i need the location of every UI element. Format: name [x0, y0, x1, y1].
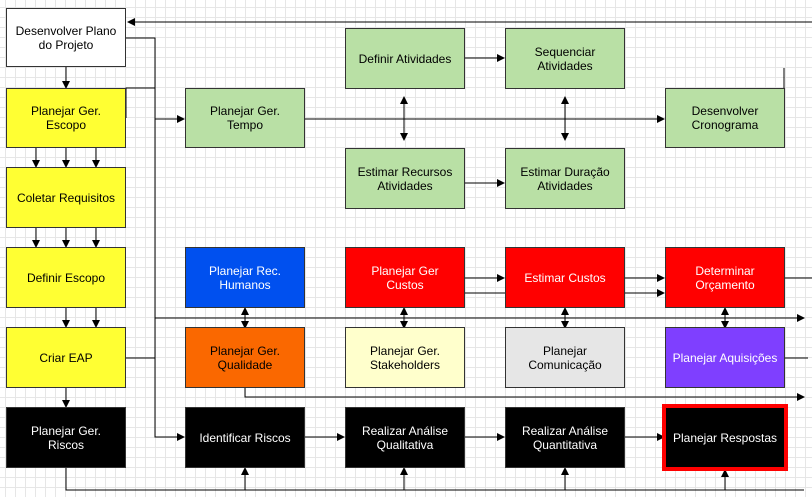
node-label: Planejar Ger. Stakeholders: [369, 343, 441, 372]
node-estimar-custos[interactable]: Estimar Custos: [505, 247, 625, 308]
node-desenvolver-plano[interactable]: Desenvolver Plano do Projeto: [6, 8, 126, 67]
node-planejar-aquisicoes[interactable]: Planejar Aquisições: [665, 327, 785, 388]
node-definir-atividades[interactable]: Definir Atividades: [345, 28, 465, 89]
node-label: Planejar Ger. Qualidade: [209, 343, 281, 372]
node-planejar-riscos[interactable]: Planejar Ger. Riscos: [6, 407, 126, 468]
node-identificar-riscos[interactable]: Identificar Riscos: [185, 407, 305, 468]
node-label: Planejar Respostas: [672, 430, 778, 445]
node-label: Definir Escopo: [26, 270, 106, 285]
node-label: Desenvolver Cronograma: [691, 104, 759, 132]
node-sequenciar-atividades[interactable]: Sequenciar Atividades: [505, 28, 625, 89]
node-label: Estimar Recursos Atividades: [357, 164, 453, 193]
node-label: Sequenciar Atividades: [534, 44, 596, 73]
node-label: Planejar Ger. Tempo: [209, 104, 281, 132]
node-label: Identificar Riscos: [199, 430, 291, 445]
node-planejar-tempo[interactable]: Planejar Ger. Tempo: [185, 88, 305, 148]
node-planejar-escopo[interactable]: Planejar Ger. Escopo: [6, 88, 126, 148]
node-label: Planejar Aquisições: [672, 350, 778, 365]
node-planejar-qualidade[interactable]: Planejar Ger. Qualidade: [185, 327, 305, 388]
node-label: Determinar Orçamento: [695, 263, 755, 292]
node-label: Planejar Ger. Escopo: [30, 104, 102, 132]
node-label: Coletar Requisitos: [16, 190, 116, 205]
node-coletar-requisitos[interactable]: Coletar Requisitos: [6, 167, 126, 228]
node-planejar-respostas[interactable]: Planejar Respostas: [662, 404, 788, 471]
node-label: Definir Atividades: [358, 51, 452, 66]
node-planejar-comunicacao[interactable]: Planejar Comunicação: [505, 327, 625, 388]
node-estimar-recursos[interactable]: Estimar Recursos Atividades: [345, 148, 465, 209]
node-definir-escopo[interactable]: Definir Escopo: [6, 247, 126, 308]
node-label: Realizar Análise Quantitativa: [521, 423, 609, 452]
node-criar-eap[interactable]: Criar EAP: [6, 327, 126, 388]
node-label: Estimar Duração Atividades: [520, 164, 610, 193]
node-analise-qualitativa[interactable]: Realizar Análise Qualitativa: [345, 407, 465, 468]
node-desenvolver-cronograma[interactable]: Desenvolver Cronograma: [665, 88, 785, 148]
node-label: Realizar Análise Qualitativa: [361, 423, 449, 452]
node-label: Desenvolver Plano do Projeto: [15, 23, 117, 52]
node-label: Planejar Rec. Humanos: [208, 263, 282, 292]
node-estimar-duracao[interactable]: Estimar Duração Atividades: [505, 148, 625, 209]
node-label: Planejar Ger Custos: [371, 263, 439, 292]
node-planejar-stakeholders[interactable]: Planejar Ger. Stakeholders: [345, 327, 465, 388]
node-determinar-orcamento[interactable]: Determinar Orçamento: [665, 247, 785, 308]
node-label: Criar EAP: [39, 350, 93, 365]
node-analise-quantitativa[interactable]: Realizar Análise Quantitativa: [505, 407, 625, 468]
node-planejar-custos[interactable]: Planejar Ger Custos: [345, 247, 465, 308]
node-label: Planejar Comunicação: [528, 343, 602, 372]
node-planejar-rh[interactable]: Planejar Rec. Humanos: [185, 247, 305, 308]
node-label: Planejar Ger. Riscos: [30, 423, 102, 452]
node-label: Estimar Custos: [524, 270, 606, 285]
